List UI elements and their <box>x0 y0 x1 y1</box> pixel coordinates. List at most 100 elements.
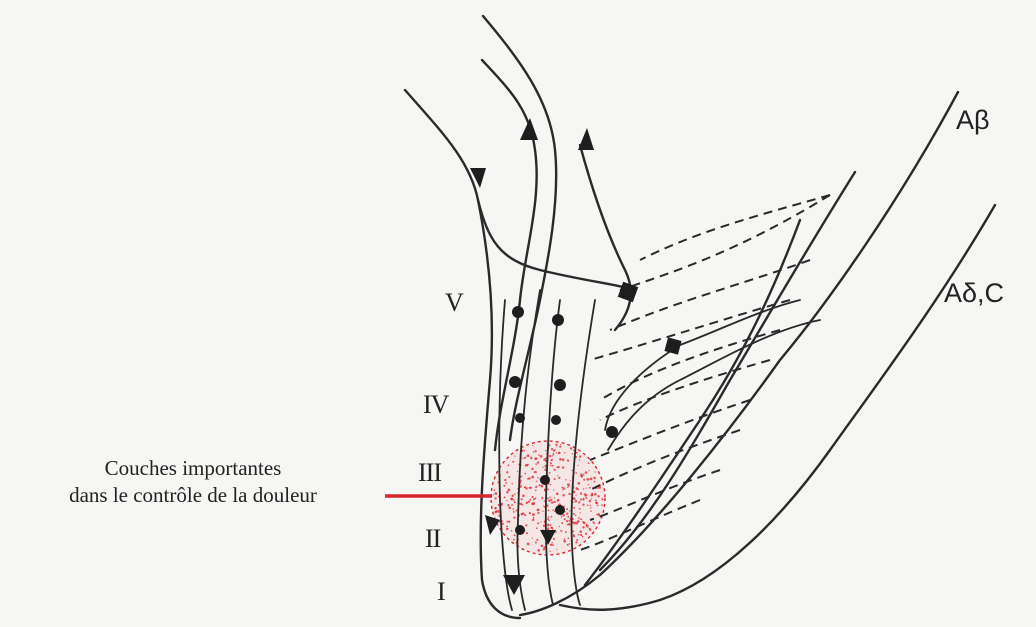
stipple-dot <box>512 461 514 463</box>
stipple-dot <box>580 512 581 513</box>
stipple-dot <box>505 482 507 484</box>
stipple-dot <box>554 501 556 503</box>
stipple-dot <box>554 478 556 480</box>
stipple-dot <box>535 490 537 492</box>
stipple-dot <box>536 539 538 541</box>
stipple-dot <box>533 499 534 500</box>
stipple-dot <box>572 453 573 454</box>
stipple-dot <box>585 533 587 535</box>
stipple-dot <box>549 551 550 552</box>
stipple-dot <box>514 456 515 457</box>
stipple-dot <box>535 463 537 465</box>
stipple-dot <box>532 519 534 521</box>
stipple-dot <box>567 544 569 546</box>
annotation-line-1: Couches importantes <box>4 455 382 482</box>
stipple-dot <box>595 500 597 502</box>
stipple-dot <box>498 510 499 511</box>
stipple-dot <box>543 505 544 506</box>
stipple-dot <box>528 477 530 479</box>
stipple-dot <box>570 447 572 449</box>
stipple-dot <box>568 485 570 487</box>
stipple-dot <box>522 504 524 506</box>
stipple-dot <box>540 455 543 458</box>
stipple-dot <box>578 517 580 519</box>
stipple-dot <box>493 489 495 491</box>
stipple-dot <box>547 524 550 527</box>
stipple-dot <box>590 507 591 508</box>
stipple-dot <box>513 499 515 501</box>
stipple-dot <box>560 444 561 445</box>
stipple-dot <box>562 494 565 497</box>
stipple-dot <box>524 457 526 459</box>
stipple-dot <box>601 498 603 500</box>
stipple-dot <box>531 468 533 470</box>
stipple-dot <box>529 487 531 489</box>
stipple-dot <box>581 475 584 478</box>
stipple-dot <box>550 544 552 546</box>
stipple-dot <box>512 483 513 484</box>
stipple-dot <box>594 471 595 472</box>
stipple-dot <box>593 477 596 480</box>
stipple-dot <box>579 508 581 510</box>
stipple-dot <box>552 544 554 546</box>
stipple-dot <box>573 534 575 536</box>
stipple-dot <box>548 499 551 502</box>
stipple-dot <box>508 506 511 509</box>
stipple-dot <box>597 495 599 497</box>
lamina-label-III: III <box>418 458 441 488</box>
stipple-dot <box>521 476 522 477</box>
stipple-dot <box>564 538 566 540</box>
stipple-dot <box>551 542 552 543</box>
stipple-dot <box>550 524 552 526</box>
stipple-dot <box>532 537 533 538</box>
stipple-dot <box>575 494 576 495</box>
stipple-dot <box>583 479 585 481</box>
stipple-dot <box>506 471 508 473</box>
stipple-dot <box>552 465 554 467</box>
stipple-dot <box>585 497 587 499</box>
stipple-dot <box>556 452 558 454</box>
stipple-dot <box>568 493 570 495</box>
stipple-dot <box>553 489 554 490</box>
stipple-dot <box>588 479 589 480</box>
stipple-dot <box>529 499 531 501</box>
stipple-dot <box>569 543 571 545</box>
stipple-dot <box>585 494 588 497</box>
stipple-dot <box>542 498 543 499</box>
stipple-dot <box>559 446 561 448</box>
stipple-dot <box>535 541 537 543</box>
stipple-dot <box>494 497 496 499</box>
stipple-dot <box>514 493 516 495</box>
stipple-dot <box>514 501 516 503</box>
stipple-dot <box>569 520 571 522</box>
stipple-dot <box>544 500 546 502</box>
stipple-dot <box>535 487 537 489</box>
stipple-dot <box>527 454 530 457</box>
stipple-dot <box>530 457 532 459</box>
stipple-dot <box>575 487 578 490</box>
stipple-dot <box>548 510 550 512</box>
stipple-dot <box>590 478 593 481</box>
stipple-dot <box>525 487 528 490</box>
stipple-dot <box>543 458 546 461</box>
stipple-dot <box>569 510 570 511</box>
stipple-dot <box>508 476 510 478</box>
stipple-dot <box>508 521 510 523</box>
stipple-dot <box>539 484 541 486</box>
stipple-dot <box>566 508 568 510</box>
stipple-dot <box>578 465 579 466</box>
stipple-dot <box>579 455 581 457</box>
stipple-dot <box>588 470 589 471</box>
stipple-dot <box>532 513 535 516</box>
stipple-dot <box>577 520 580 523</box>
stipple-dot <box>534 450 536 452</box>
stipple-dot <box>553 501 554 502</box>
stipple-dot <box>558 452 561 455</box>
stipple-dot <box>588 462 590 464</box>
stipple-dot <box>526 502 528 504</box>
stipple-dot <box>552 529 554 531</box>
stipple-dot <box>555 444 557 446</box>
stipple-dot <box>533 451 534 452</box>
stipple-dot <box>552 509 554 511</box>
stipple-dot <box>557 499 560 502</box>
